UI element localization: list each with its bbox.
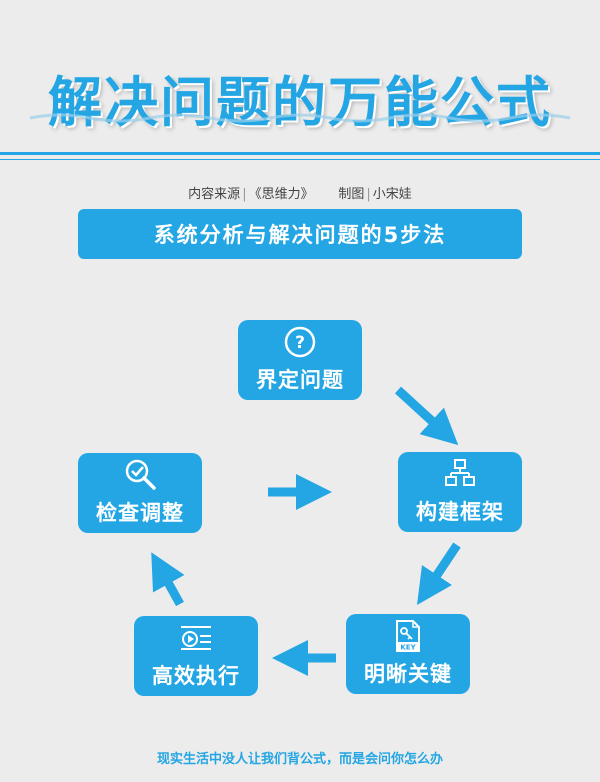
source-value: 《思维力》 [248,187,314,202]
arrow-framework-to-key [417,542,461,605]
header-rule-thick [0,152,600,155]
hierarchy-icon [445,459,475,486]
footer-note: 现实生活中没人让我们背公式，而是会问你怎么办 [156,752,443,767]
page-title: 解决问题的万能公式 [48,71,552,134]
step-label: 检查调整 [96,501,184,525]
step-clarify-key: KEY 明晰关键 [346,614,470,694]
source-label: 内容来源 [188,187,241,202]
step-label: 高效执行 [152,664,240,688]
play-list-icon [181,626,211,650]
magnify-check-icon [125,459,156,490]
key-file-icon: KEY [396,620,420,652]
author-value: 小宋娃 [372,187,412,202]
question-icon: ? [284,326,316,358]
step-label: 明晰关键 [364,662,452,686]
author-label: 制图 [338,187,365,202]
arrow-execute-to-check [151,552,185,607]
title-underline-wave [30,113,570,123]
step-execute-efficiently: 高效执行 [134,616,258,696]
header-rule-thin [0,159,600,160]
key-icon-text: KEY [400,644,416,652]
step-define-problem: ? 界定问题 [238,320,362,400]
svg-text:?: ? [295,333,305,353]
arrow-define-to-framework [394,386,459,446]
step-label: 界定问题 [256,368,344,392]
step-build-framework: 构建框架 [398,452,522,532]
step-check-adjust: 检查调整 [78,453,202,533]
step-label: 构建框架 [416,500,504,524]
subtitle-banner: 系统分析与解决问题的5步法 [78,209,522,259]
credit-line: 内容来源|《思维力》 制图|小宋娃 [188,187,412,202]
